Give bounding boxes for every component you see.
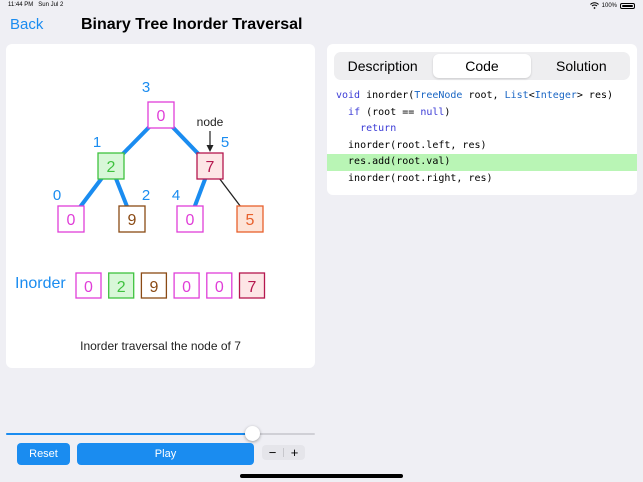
tree-node-box (176, 205, 204, 233)
home-indicator (240, 474, 403, 478)
step-caption: Inorder traversal the node of 7 (80, 339, 241, 353)
code-block: void inorder(TreeNode root, List<Integer… (327, 88, 637, 187)
inorder-item-value: 0 (84, 279, 93, 296)
battery-percent: 100% (601, 2, 617, 9)
code-line: inorder(root.left, res) (336, 139, 487, 151)
inorder-item-box (173, 272, 200, 299)
tree-node-index: 5 (221, 134, 229, 151)
tree-node-box (236, 205, 264, 233)
code-line: void inorder(TreeNode root, List<Integer… (336, 90, 614, 101)
slider-track-filled (6, 433, 252, 435)
status-date: Sun Jul 2 (38, 2, 64, 8)
inorder-item-box (140, 272, 168, 299)
tree-node-value: 7 (206, 159, 215, 176)
inorder-item-box (238, 272, 266, 299)
tab-solution[interactable]: Solution (556, 58, 607, 74)
tree-node-box (147, 101, 175, 129)
status-right: 100% (589, 2, 635, 9)
tree-node-index: 3 (142, 79, 150, 96)
code-line: res.add(root.val) (327, 154, 637, 171)
wifi-icon (589, 2, 599, 9)
play-button[interactable]: Play (77, 443, 254, 465)
tree-node-index: 1 (93, 134, 101, 151)
node-pointer-arrowhead (206, 145, 214, 152)
inorder-item-box (75, 272, 102, 299)
code-line: inorder(root.right, res) (336, 172, 493, 184)
inorder-item-box (206, 272, 233, 299)
status-time: 11:44 PM Sun Jul 2 (8, 2, 64, 8)
navigation-bar: Back Binary Tree Inorder Traversal (0, 14, 643, 38)
tree-node-value: 0 (186, 212, 195, 229)
tree-node-value: 0 (67, 212, 76, 229)
tab-description[interactable]: Description (347, 58, 418, 74)
tree-node-box (57, 205, 85, 233)
tree-node-box (196, 152, 224, 180)
decrement-button[interactable]: − (268, 445, 277, 460)
tree-node-box (97, 152, 125, 180)
tree-node-index: 2 (142, 187, 150, 204)
tab-code[interactable]: Code (433, 54, 531, 78)
code-line: if (root == null) (348, 106, 451, 118)
increment-button[interactable]: + (290, 445, 299, 460)
slider-thumb[interactable] (244, 426, 260, 441)
tree-node-value: 0 (157, 108, 166, 125)
tree-node-box (118, 205, 146, 233)
inorder-label: Inorder (15, 275, 66, 292)
tree-node-index: 4 (172, 187, 180, 204)
inorder-item-value: 2 (117, 279, 126, 296)
inorder-item-value: 9 (149, 279, 158, 296)
tree-node-value: 9 (128, 212, 137, 229)
segmented-control: Description Code Solution (334, 52, 630, 80)
inorder-item-value: 0 (182, 279, 191, 296)
stepper-divider (283, 448, 284, 457)
progress-slider[interactable] (6, 426, 315, 441)
battery-icon (620, 2, 635, 9)
code-line: return (360, 123, 397, 134)
inorder-item-box (108, 272, 135, 299)
reset-button[interactable]: Reset (17, 443, 70, 465)
tree-node-value: 5 (246, 212, 255, 229)
speed-stepper: − + (262, 445, 305, 460)
tree-node-value: 2 (107, 159, 116, 176)
inorder-item-value: 0 (215, 279, 224, 296)
code-panel: Description Code Solution void inorder(T… (327, 44, 637, 195)
node-pointer-label: node (197, 115, 224, 129)
back-button[interactable]: Back (10, 16, 44, 33)
tree-node-index: 0 (53, 187, 61, 204)
inorder-item-value: 7 (248, 279, 257, 296)
page-title: Binary Tree Inorder Traversal (81, 16, 303, 33)
status-bar: 11:44 PM Sun Jul 2 100% (0, 0, 643, 12)
